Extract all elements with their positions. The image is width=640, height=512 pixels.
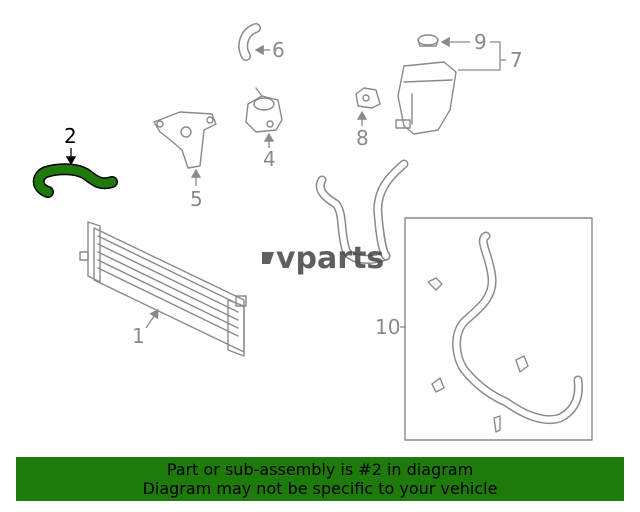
banner-line-1: Part or sub-assembly is #2 in diagram: [166, 460, 474, 479]
part-2-hose[interactable]: [32, 163, 118, 198]
callout-7[interactable]: 7: [458, 41, 523, 72]
part-6-hose[interactable]: [238, 23, 261, 61]
callout-4-label: 4: [263, 147, 276, 171]
callout-8[interactable]: 8: [356, 110, 369, 150]
middle-hose-assembly: [315, 159, 409, 264]
callout-9-label: 9: [474, 30, 487, 54]
part-10-hose-kit[interactable]: [404, 217, 593, 441]
part-7-reservoir[interactable]: [395, 61, 457, 135]
callout-1-label: 1: [132, 324, 145, 348]
part-5-bracket[interactable]: [153, 111, 217, 169]
callout-10-label: 10: [375, 315, 400, 339]
callout-4[interactable]: 4: [263, 132, 276, 171]
callout-7-label: 7: [510, 48, 523, 72]
callout-2[interactable]: 2: [64, 124, 77, 166]
part-1-radiator[interactable]: [79, 221, 247, 357]
callout-6-label: 6: [272, 38, 285, 62]
watermark-text: vparts: [276, 241, 384, 276]
callout-1[interactable]: 1: [132, 308, 159, 348]
watermark-logo: vparts: [262, 241, 384, 276]
part-4-pump[interactable]: [245, 87, 283, 133]
callout-2-label: 2: [64, 124, 77, 148]
info-banner: Part or sub-assembly is #2 in diagram Di…: [16, 457, 624, 501]
callout-8-label: 8: [356, 126, 369, 150]
banner-line-2: Diagram may not be specific to your vehi…: [142, 479, 498, 498]
callout-5-label: 5: [190, 187, 203, 211]
part-9-cap[interactable]: [417, 34, 439, 47]
part-8-bracket[interactable]: [355, 87, 381, 109]
callout-6[interactable]: 6: [254, 38, 285, 62]
callout-5[interactable]: 5: [190, 168, 203, 211]
callout-9[interactable]: 9: [440, 30, 487, 54]
callout-10[interactable]: 10: [375, 315, 406, 339]
